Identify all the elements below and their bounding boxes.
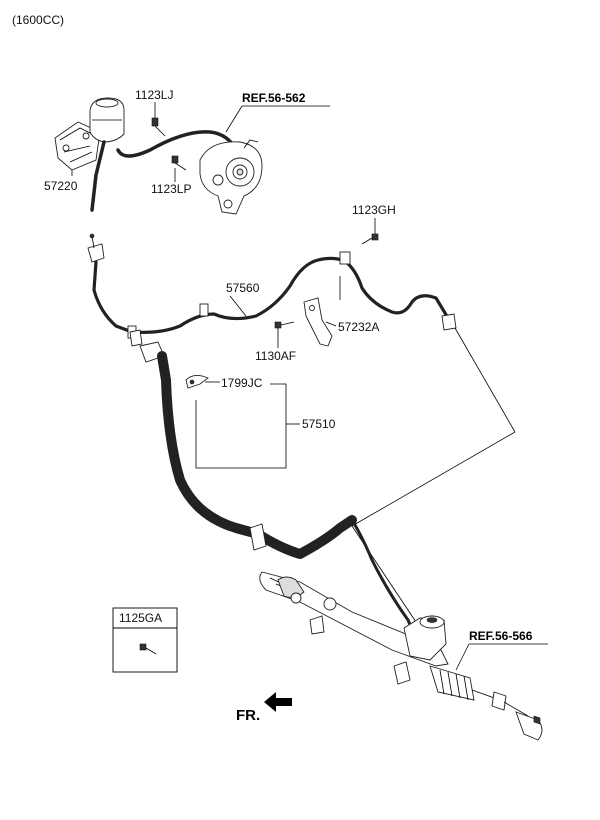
part-label-1125GA: 1125GA — [119, 611, 162, 625]
front-arrow-icon — [264, 692, 292, 712]
bolt-1130AF — [274, 321, 295, 329]
steering-gear-rack — [259, 571, 543, 741]
part-label-57560: 57560 — [226, 281, 260, 295]
part-label-1123GH: 1123GH — [352, 203, 396, 217]
bolt-1125GA-icon — [139, 643, 157, 655]
front-direction-label: FR. — [236, 707, 260, 724]
power-steering-pump — [199, 139, 263, 215]
ref-label-56-562: REF.56-562 — [242, 91, 306, 105]
part-box-1125GA: 1125GA — [112, 607, 178, 673]
hose-end-fitting — [129, 329, 165, 363]
hose-clamp — [249, 523, 267, 551]
return-tube-57560 — [92, 256, 450, 334]
bolt-1123GH — [361, 233, 379, 245]
clamp-top-left — [87, 233, 105, 263]
ref-label-56-566: REF.56-566 — [469, 629, 533, 643]
tube-clamp — [199, 303, 209, 317]
reservoir-assembly — [54, 97, 125, 171]
tube-clamp — [339, 251, 351, 265]
part-label-57232A: 57232A — [338, 320, 379, 334]
engine-label: (1600CC) — [12, 13, 64, 27]
tube-end-fitting — [441, 313, 457, 331]
bolt-1123LP — [171, 155, 187, 171]
part-label-1130AF: 1130AF — [255, 349, 296, 363]
part-label-1123LP: 1123LP — [151, 182, 191, 196]
part-label-57220: 57220 — [44, 179, 78, 193]
bolt-1123LJ — [151, 117, 166, 137]
part-label-57510: 57510 — [302, 417, 336, 431]
clip-1799JC — [185, 375, 209, 389]
part-label-1123LJ: 1123LJ — [135, 88, 173, 102]
bracket-57232A — [303, 297, 333, 347]
part-label-1799JC: 1799JC — [221, 376, 263, 390]
